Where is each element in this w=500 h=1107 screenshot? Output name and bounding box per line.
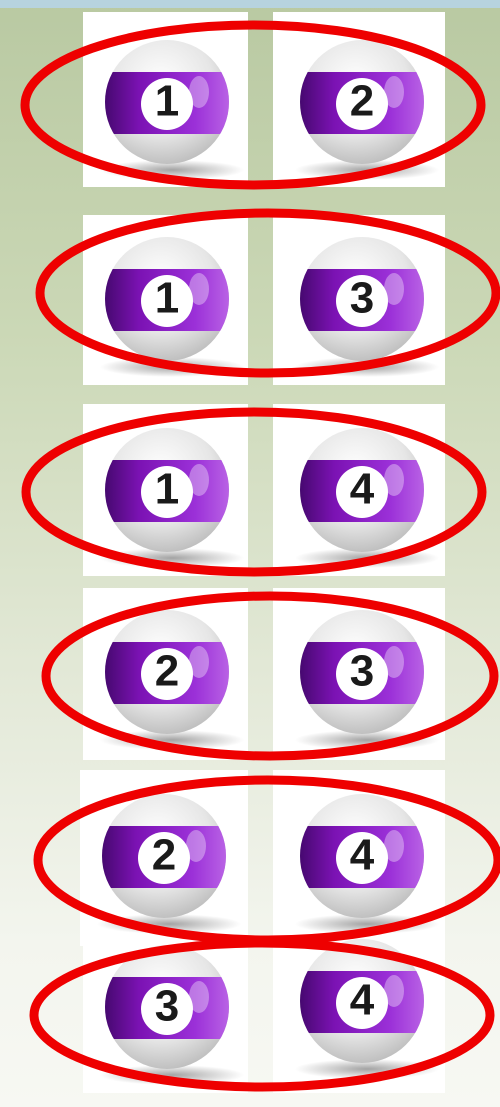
top-strip <box>0 0 500 8</box>
ball-number: 3 <box>155 982 179 1031</box>
pool-ball: 1 <box>87 217 252 387</box>
pool-ball: 2 <box>87 590 252 760</box>
ball-number: 2 <box>155 647 179 696</box>
pair-row-1-2: 1 2 <box>0 12 500 190</box>
pair-row-1-4: 1 4 <box>0 392 500 582</box>
pool-ball: 1 <box>87 20 252 190</box>
pair-row-1-3: 1 3 <box>0 205 500 383</box>
pool-ball: 3 <box>282 217 447 387</box>
ball-number: 2 <box>350 77 374 126</box>
ball-number: 4 <box>350 465 375 514</box>
ball-number: 1 <box>155 465 179 514</box>
pool-ball: 3 <box>282 590 447 760</box>
ball-number: 3 <box>350 647 374 696</box>
pool-ball: 4 <box>282 408 447 578</box>
ball-number: 4 <box>350 831 375 880</box>
pool-ball: 2 <box>84 774 249 944</box>
ball-number: 1 <box>155 274 179 323</box>
ball-number: 1 <box>155 77 179 126</box>
pool-ball: 1 <box>87 408 252 578</box>
pair-row-3-4: 3 4 <box>0 935 500 1107</box>
pair-row-2-3: 2 3 <box>0 578 500 768</box>
ball-number: 3 <box>350 274 374 323</box>
ball-number: 4 <box>350 976 375 1025</box>
ball-number: 2 <box>152 831 176 880</box>
pool-ball: 2 <box>282 20 447 190</box>
pool-ball: 3 <box>87 925 252 1095</box>
pool-ball: 4 <box>282 919 447 1089</box>
